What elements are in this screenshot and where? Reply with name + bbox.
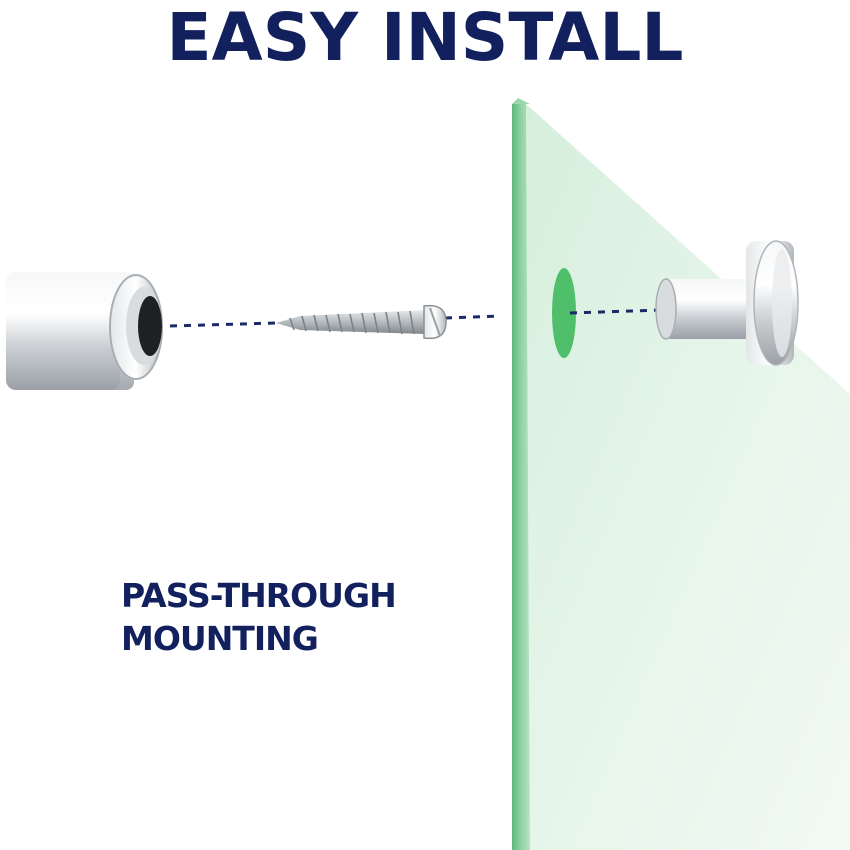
panel-hole-icon (552, 268, 576, 358)
glass-panel-icon (512, 98, 850, 850)
caption-line-1: PASS-THROUGH (121, 576, 397, 615)
alignment-line-icon (169, 308, 663, 328)
caption-line-2: MOUNTING (121, 619, 319, 658)
standoff-base-icon (655, 240, 799, 366)
mounting-caption: PASS-THROUGH MOUNTING (121, 574, 397, 660)
standoff-cap-icon (6, 272, 163, 390)
headline: EASY INSTALL (166, 0, 684, 76)
wood-screw-icon (276, 304, 447, 340)
